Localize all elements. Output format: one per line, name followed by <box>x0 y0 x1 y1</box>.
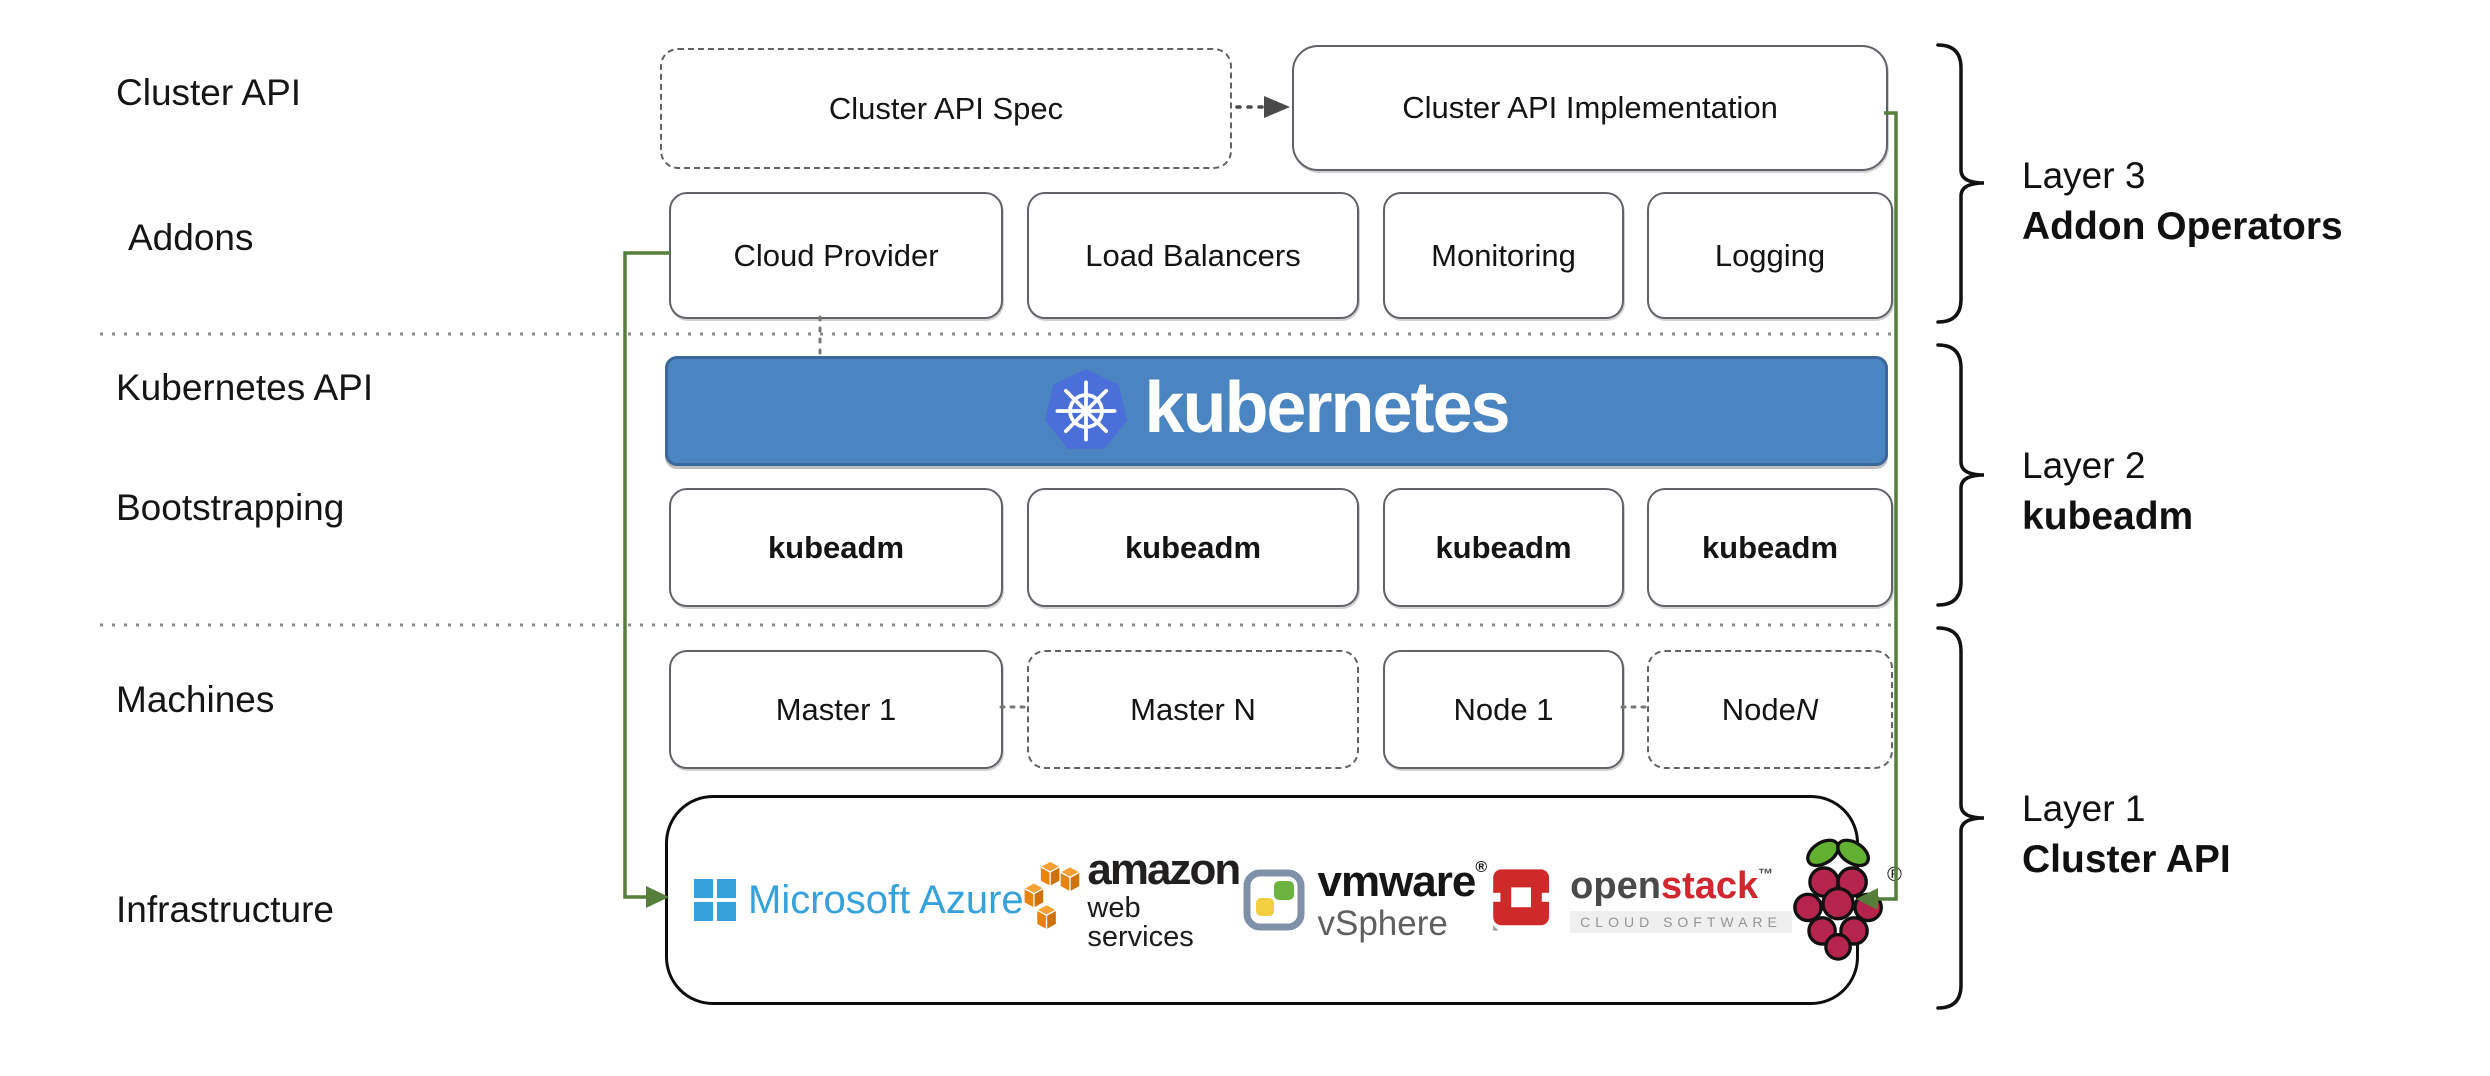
machine-label: Node <box>1721 691 1796 727</box>
cluster-api-spec-label: Cluster API Spec <box>828 90 1064 126</box>
machine-box-master-1: Master 1 <box>669 650 1003 769</box>
row-label-infrastructure: Infrastructure <box>116 889 334 930</box>
layer-3-name: Layer 3 <box>2022 155 2146 196</box>
layer-2-brace <box>1936 343 1985 607</box>
addon-label: Cloud Provider <box>733 237 939 273</box>
kubernetes-logo-icon <box>1045 369 1128 449</box>
layer-2-title: kubeadm <box>2022 495 2194 538</box>
addon-box-cloud-provider: Cloud Provider <box>669 192 1003 319</box>
layer-1-name: Layer 1 <box>2022 788 2146 829</box>
openstack-logo: openstack™ CLOUD SOFTWARE <box>1486 862 1792 938</box>
spec-to-impl-arrowhead <box>1264 96 1290 118</box>
layer-2-label: Layer 2 kubeadm <box>2022 440 2193 542</box>
aws-cubes-icon <box>1023 860 1081 931</box>
row-label-kubernetes-api: Kubernetes API <box>116 367 374 408</box>
layer-3-title: Addon Operators <box>2022 205 2343 248</box>
layer-2-name: Layer 2 <box>2022 445 2146 486</box>
infrastructure-box: Microsoft Azure <box>665 795 1902 1005</box>
row-label-machines: Machines <box>116 679 275 720</box>
openstack-tm-mark: ™ <box>1758 866 1774 883</box>
row-label-cluster-api: Cluster API <box>116 72 302 113</box>
cluster-api-spec-box: Cluster API Spec <box>660 48 1232 169</box>
addon-box-logging: Logging <box>1647 192 1893 319</box>
aws-wordmark: amazon <box>1087 845 1241 894</box>
aws-wordmark-sub: web services <box>1087 892 1194 953</box>
layer-3-label: Layer 3 Addon Operators <box>2022 150 2343 252</box>
kubeadm-box-2: kubeadm <box>1027 488 1359 607</box>
kubeadm-label: kubeadm <box>1701 529 1839 565</box>
kubeadm-box-3: kubeadm <box>1383 488 1624 607</box>
windows-flag-icon <box>694 879 736 921</box>
layer-1-label: Layer 1 Cluster API <box>2022 783 2231 885</box>
raspberry-pi-logo: ® <box>1792 830 1902 971</box>
addon-label: Monitoring <box>1431 237 1576 273</box>
vsphere-icon <box>1243 869 1305 931</box>
addon-label: Logging <box>1714 237 1826 273</box>
vsphere-wordmark: vSphere <box>1317 903 1448 943</box>
aws-logo: amazon web services <box>1023 845 1244 953</box>
kubeadm-label: kubeadm <box>1435 529 1572 565</box>
machine-label: Node 1 <box>1453 691 1554 727</box>
vmware-wordmark: vmware® <box>1317 856 1487 906</box>
machine-box-master-n: Master N <box>1027 650 1359 769</box>
kubernetes-banner: kubernetes <box>665 356 1888 466</box>
addon-box-monitoring: Monitoring <box>1383 192 1624 319</box>
microsoft-azure-logo: Microsoft Azure <box>694 878 1024 923</box>
addon-box-load-balancers: Load Balancers <box>1027 192 1359 319</box>
cluster-api-implementation-box: Cluster API Implementation <box>1292 45 1888 171</box>
green-connector-left <box>623 251 670 899</box>
layer-3-brace <box>1936 43 1985 324</box>
kubeadm-label: kubeadm <box>1124 529 1262 565</box>
openstack-wordmark: openstack™ <box>1570 865 1774 907</box>
cluster-api-implementation-label: Cluster API Implementation <box>1402 90 1778 125</box>
openstack-cloud-software-label: CLOUD SOFTWARE <box>1570 911 1792 933</box>
kubernetes-wordmark: kubernetes <box>1144 368 1510 448</box>
openstack-icon <box>1489 869 1555 931</box>
layer-1-title: Cluster API <box>2022 838 2231 881</box>
row-label-addons: Addons <box>128 217 254 258</box>
raspberry-pi-icon <box>1793 838 1883 961</box>
raspberry-pi-registered-mark: ® <box>1887 863 1902 886</box>
kubeadm-label: kubeadm <box>767 529 905 565</box>
machine-box-node-1: Node 1 <box>1383 650 1624 769</box>
row-label-bootstrapping: Bootstrapping <box>116 487 345 528</box>
machine-label: Master N <box>1130 691 1256 727</box>
machine-label-italic-n: N <box>1795 691 1819 727</box>
vmware-vsphere-logo: vmware® vSphere <box>1243 856 1487 943</box>
kubeadm-box-1: kubeadm <box>669 488 1003 607</box>
machine-box-node-n: Node N <box>1647 650 1893 769</box>
kubeadm-box-4: kubeadm <box>1647 488 1893 607</box>
addon-label: Load Balancers <box>1085 237 1301 273</box>
azure-wordmark: Microsoft Azure <box>748 877 1024 922</box>
machine-label: Master 1 <box>775 691 897 727</box>
layer-1-brace <box>1936 626 1985 1010</box>
vmware-registered-mark: ® <box>1475 858 1487 876</box>
